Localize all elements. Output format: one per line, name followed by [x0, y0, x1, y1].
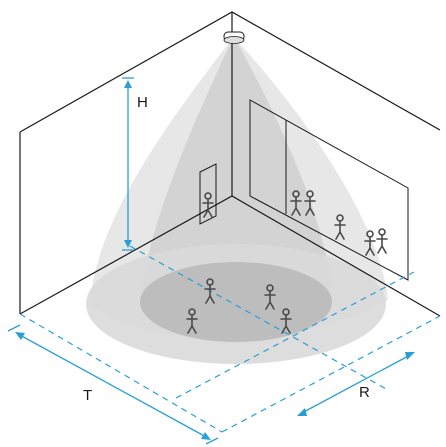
person-icon — [186, 308, 198, 334]
person-icon — [264, 284, 276, 310]
ceiling-sensor-icon — [223, 31, 245, 44]
person-icon — [204, 278, 216, 304]
floor-coverage-inner — [140, 262, 332, 342]
person-icon — [376, 228, 388, 254]
height-label: H — [137, 94, 148, 111]
person-icon — [202, 192, 214, 218]
people-group — [186, 190, 388, 334]
height-dimension — [122, 77, 134, 251]
range-dimension — [297, 352, 415, 416]
person-icon — [364, 230, 376, 256]
range-label: R — [359, 384, 370, 401]
room-outline — [19, 11, 441, 317]
person-icon — [334, 214, 346, 240]
person-icon — [290, 190, 302, 216]
length-dimension — [7, 324, 219, 445]
length-label: T — [83, 387, 92, 404]
detection-cone-inner — [142, 44, 332, 311]
wall-window — [249, 99, 409, 281]
door — [199, 163, 217, 225]
person-icon — [304, 190, 316, 216]
person-icon — [280, 308, 292, 334]
floor-dashed-lines — [19, 245, 441, 433]
